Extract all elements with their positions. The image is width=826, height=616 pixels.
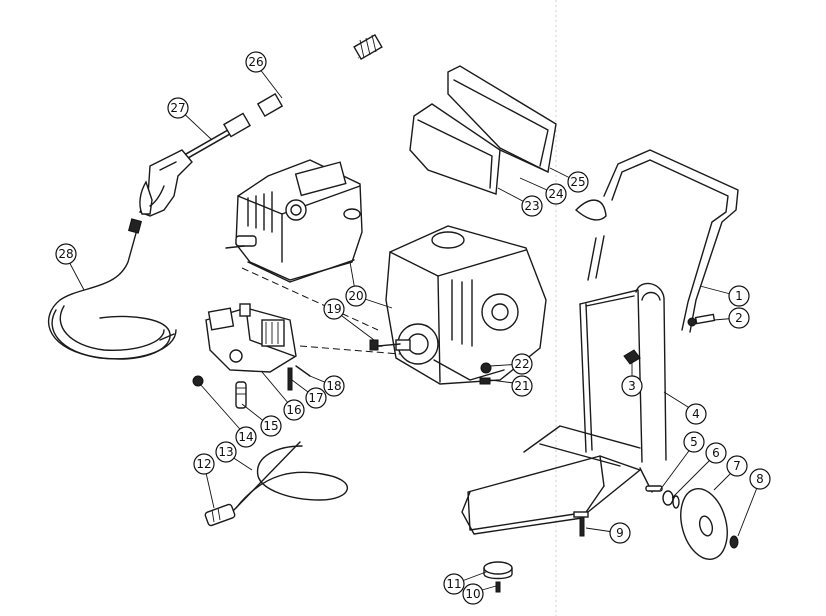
svg-text:18: 18 [326, 379, 341, 393]
engine-assembly-part [225, 159, 363, 283]
callout-5: 5 [683, 431, 705, 453]
svg-text:19: 19 [326, 302, 341, 316]
spray-lance-part [256, 33, 383, 118]
svg-text:17: 17 [308, 391, 323, 405]
callout-21: 21 [511, 375, 533, 397]
callout-15: 15 [260, 415, 282, 437]
svg-text:7: 7 [733, 459, 741, 473]
svg-text:2: 2 [735, 311, 743, 325]
svg-text:20: 20 [348, 289, 363, 303]
callout-7: 7 [726, 455, 748, 477]
belt-guard-part [409, 65, 557, 195]
callout-18: 18 [323, 375, 345, 397]
svg-text:9: 9 [616, 526, 624, 540]
svg-text:8: 8 [756, 472, 764, 486]
callout-3: 3 [621, 375, 643, 397]
svg-text:6: 6 [712, 446, 720, 460]
svg-text:4: 4 [692, 407, 700, 421]
callout-22: 22 [511, 353, 533, 375]
wheel-assembly-part [645, 485, 739, 560]
main-engine-part [377, 225, 547, 385]
callout-26: 26 [245, 51, 267, 73]
callout-20: 20 [345, 285, 367, 307]
callout-17: 17 [305, 387, 327, 409]
pump-assembly-part [205, 303, 297, 373]
svg-text:21: 21 [514, 379, 529, 393]
svg-text:3: 3 [628, 379, 636, 393]
assembly-lines [241, 267, 401, 355]
svg-text:27: 27 [170, 101, 185, 115]
callout-2: 2 [728, 307, 750, 329]
callout-16: 16 [283, 399, 305, 421]
svg-text:22: 22 [514, 357, 529, 371]
svg-text:16: 16 [286, 403, 301, 417]
callout-12: 12 [193, 453, 215, 475]
callout-23: 23 [521, 195, 543, 217]
callout-8: 8 [749, 468, 771, 490]
svg-text:12: 12 [196, 457, 211, 471]
svg-text:1: 1 [735, 289, 743, 303]
svg-text:28: 28 [58, 247, 73, 261]
high-pressure-hose-part [47, 218, 177, 360]
callout-28: 28 [55, 243, 77, 265]
callout-24: 24 [545, 183, 567, 205]
handle-bolts [623, 313, 716, 365]
callout-14: 14 [235, 426, 257, 448]
svg-text:26: 26 [248, 55, 263, 69]
svg-text:10: 10 [465, 587, 480, 601]
svg-text:24: 24 [548, 187, 563, 201]
callout-25: 25 [567, 171, 589, 193]
callout-6: 6 [705, 442, 727, 464]
svg-text:14: 14 [238, 430, 253, 444]
callout-11: 11 [443, 573, 465, 595]
handle-part [574, 149, 739, 333]
svg-text:11: 11 [446, 577, 461, 591]
callout-10: 10 [462, 583, 484, 605]
callout-19: 19 [323, 298, 345, 320]
small-parts [192, 339, 383, 409]
inlet-hose-part [204, 441, 348, 527]
engine-nuts [479, 362, 492, 385]
svg-text:5: 5 [690, 435, 698, 449]
callout-27: 27 [167, 97, 189, 119]
callout-13: 13 [215, 441, 237, 463]
callout-4: 4 [685, 403, 707, 425]
svg-text:25: 25 [570, 175, 585, 189]
spray-gun-part [139, 112, 251, 217]
svg-text:13: 13 [218, 445, 233, 459]
frame-part [461, 282, 667, 535]
svg-text:15: 15 [263, 419, 278, 433]
foot-parts [483, 511, 589, 593]
svg-text:23: 23 [524, 199, 539, 213]
callout-9: 9 [609, 522, 631, 544]
callout-1: 1 [728, 285, 750, 307]
